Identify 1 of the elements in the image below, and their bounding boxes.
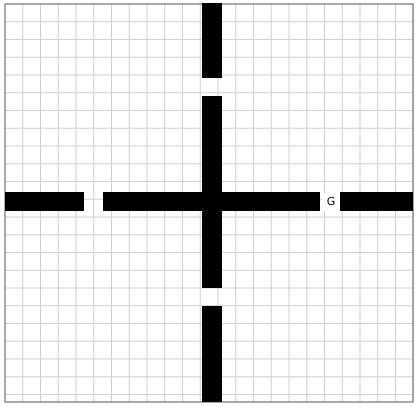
cell-label: G [322,193,340,211]
